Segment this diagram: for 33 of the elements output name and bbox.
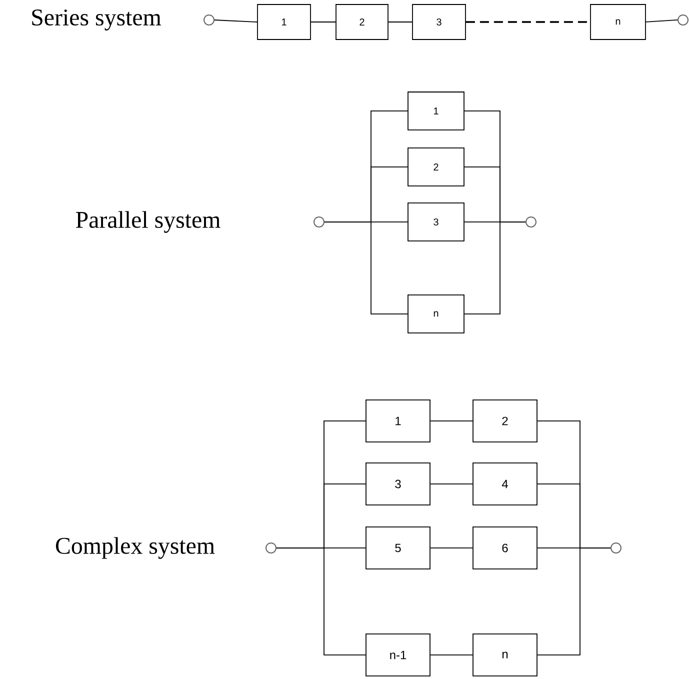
connector-line [646,20,678,22]
block-box: n [590,4,646,40]
block-box: 1 [257,4,311,40]
terminal-circle [314,216,324,228]
block-box: 6 [472,526,538,570]
terminal-circle [678,14,688,26]
system-label: Complex system [56,537,215,559]
block-box: n-1 [366,634,430,676]
system-label: Parallel system [76,211,220,233]
connector-line [214,20,258,22]
block-box: 2 [336,4,388,40]
block-box: 3 [412,4,466,40]
block-box: 4 [472,462,538,506]
block-box: 5 [366,526,430,570]
block-box: 3 [408,202,464,242]
block-box: 3 [366,462,430,506]
system-label: Series system [32,10,162,30]
terminal-circle [204,14,214,26]
connector-line [276,548,366,656]
terminal-circle [266,542,276,554]
terminal-circle [526,216,536,228]
terminal-circle [610,542,622,554]
connector-line [537,548,611,656]
connector-line [324,222,408,314]
connector-line [430,654,473,656]
block-box: n [472,634,538,676]
block-box: 1 [366,400,430,442]
block-box: 2 [472,400,538,442]
block-box: 2 [408,148,464,186]
connector-line [430,420,473,422]
block-box: 1 [408,92,464,130]
connector-line [464,222,526,314]
block-box: n [408,294,464,334]
